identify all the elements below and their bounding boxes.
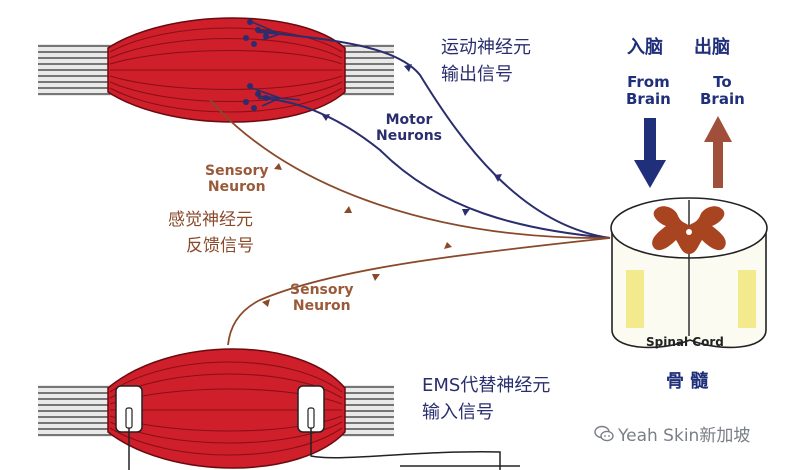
top-muscle-fibers: [109, 27, 343, 113]
sensory-neuron-2-line2: Neuron: [292, 298, 351, 315]
motor-branches: [251, 21, 301, 107]
motor-neurons-label: Motor Neurons: [376, 112, 442, 144]
sensory-feedback-label: 感觉神经元 反馈信号: [168, 210, 254, 256]
ems-input-label: EMS代替神经元 输入信号: [422, 375, 551, 423]
top-muscle-left-tendon: [38, 44, 118, 96]
ems-input-line1: EMS代替神经元: [422, 375, 551, 396]
sensory-neuron-label-1: Sensory Neuron: [205, 163, 269, 195]
motor-output-label: 运动神经元 输出信号: [441, 37, 531, 85]
to-brain-arrow: [704, 116, 732, 188]
ems-wires: [128, 428, 520, 470]
motor-output-line2: 输出信号: [441, 63, 513, 85]
to-brain-en: To Brain: [700, 73, 745, 109]
top-muscle: [38, 17, 394, 123]
motor-arrowheads: [322, 64, 502, 216]
to-brain-en-line2: Brain: [700, 90, 745, 109]
motor-neuron-paths: [257, 31, 611, 239]
ems-input-line2: 输入信号: [422, 401, 494, 423]
sensory-neuron-paths: [209, 99, 611, 346]
from-brain-en: From Brain: [626, 73, 671, 109]
ems-electrode-left: [115, 385, 143, 433]
sensory-feedback-line2: 反馈信号: [186, 235, 254, 256]
motor-neurons-line1: Motor: [385, 112, 433, 128]
from-brain-arrow: [634, 118, 666, 188]
sensory-arrowheads: [262, 163, 452, 307]
watermark: Yeah Skin新加坡: [594, 425, 750, 449]
to-brain-en-line1: To: [713, 73, 732, 91]
motor-output-line1: 运动神经元: [441, 37, 531, 58]
from-brain-en-line1: From: [627, 73, 670, 91]
from-brain-cn: 入脑: [627, 37, 663, 58]
to-brain-cn: 出脑: [694, 37, 730, 58]
sensory-feedback-line1: 感觉神经元: [168, 210, 253, 230]
motor-neurons-line2: Neurons: [376, 128, 443, 145]
sensory-neuron-label-2: Sensory Neuron: [290, 282, 354, 314]
sensory-neuron-1-line1: Sensory: [205, 163, 269, 179]
sensory-neuron-2-line1: Sensory: [290, 282, 354, 298]
spinal-cord: [610, 197, 768, 349]
spinal-cord-label-en: Spinal Cord: [646, 335, 724, 349]
bottom-muscle-left-tendon: [38, 385, 118, 437]
watermark-text: Yeah Skin新加坡: [618, 426, 751, 446]
spinal-cord-label-cn: 骨 髓: [666, 371, 709, 392]
bottom-muscle: [38, 348, 520, 470]
wechat-icon: [594, 425, 614, 449]
ems-electrode-right: [297, 385, 325, 433]
sensory-neuron-1-line2: Neuron: [207, 179, 266, 196]
from-brain-en-line2: Brain: [626, 90, 671, 109]
